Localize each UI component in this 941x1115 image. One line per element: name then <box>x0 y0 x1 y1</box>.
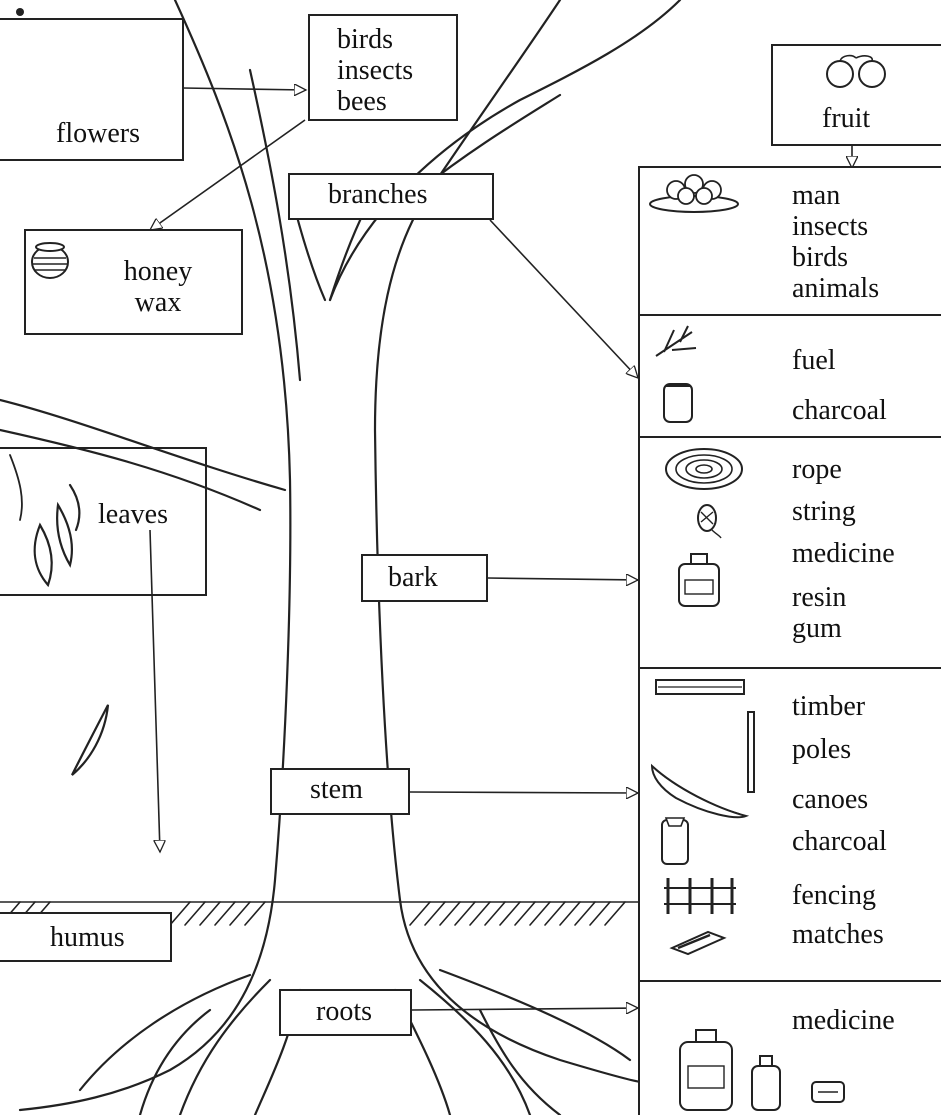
branch-product-item: charcoal <box>792 395 887 426</box>
branches-box <box>288 173 494 220</box>
bark-product-item: medicine <box>792 538 895 569</box>
hive-product-item: wax <box>134 287 182 318</box>
stem-product-item: timber <box>792 691 866 722</box>
canoe-icon <box>650 763 750 819</box>
section-divider <box>638 314 941 316</box>
honey-pot-icon <box>31 242 69 279</box>
stem-product-item: charcoal <box>792 826 887 857</box>
string-ball-icon <box>697 504 722 539</box>
bark-label: bark <box>388 562 438 593</box>
flowers-box <box>0 18 184 161</box>
charcoal-sack-icon <box>661 817 689 865</box>
leaves-box <box>0 447 207 596</box>
pollinators-list: birds insects bees <box>337 24 413 117</box>
branch-product-item: fuel <box>792 345 836 376</box>
leaves-label: leaves <box>98 499 168 530</box>
arrow-roots-to-medicine <box>411 1008 638 1010</box>
roots-box <box>279 989 412 1036</box>
fruit-consumer-item: insects <box>792 211 869 242</box>
fruit-bowl-icon <box>649 174 739 213</box>
stem-product-item: matches <box>792 919 884 950</box>
arrow-stem-to-products <box>409 792 638 793</box>
root-product-item: medicine <box>792 1005 895 1036</box>
fruit-consumers-list: man insects birds animals <box>792 180 879 304</box>
fruit-label: fruit <box>822 103 871 134</box>
branches-label: branches <box>328 179 428 210</box>
root-products-list: medicine <box>792 1005 895 1036</box>
pollinator-item: insects <box>337 55 414 86</box>
flowers-label: flowers <box>56 118 140 149</box>
pollinator-item: birds <box>337 24 393 55</box>
pollinator-item: bees <box>337 86 387 117</box>
pole-icon <box>747 711 755 793</box>
fence-icon <box>664 878 736 914</box>
fruit-box <box>771 44 941 146</box>
bark-product-item: rope <box>792 454 842 485</box>
section-divider <box>638 667 941 669</box>
stem-product-item: canoes <box>792 784 869 815</box>
medicine-bottle-icon <box>679 1029 733 1111</box>
branch-products-list: fuel charcoal <box>792 336 887 436</box>
hive-products-list: honey wax <box>117 256 199 318</box>
fruit-consumer-item: animals <box>792 273 880 304</box>
bark-product-item: resin <box>792 582 847 613</box>
humus-box <box>0 912 172 962</box>
stem-box <box>270 768 410 815</box>
fruit-icon <box>826 54 886 88</box>
section-divider <box>638 980 941 982</box>
fruit-consumer-item: birds <box>792 242 848 273</box>
charcoal-sack-icon <box>663 383 693 423</box>
bark-products-list: rope string medicine resin gum <box>792 454 895 644</box>
stem-product-item: poles <box>792 734 852 765</box>
ointment-tin-icon <box>811 1081 845 1103</box>
medicine-bottle-icon <box>678 553 720 607</box>
arrow-bees-to-honey <box>150 119 306 230</box>
roots-label: roots <box>316 996 372 1027</box>
rope-coil-icon <box>665 448 743 490</box>
arrow-flowers-to-pollinators <box>182 88 306 90</box>
matchbox-icon <box>669 930 727 956</box>
hive-product-item: honey <box>123 256 193 287</box>
humus-label: humus <box>50 922 125 953</box>
bark-product-item: gum <box>792 613 842 644</box>
stem-products-list: timber poles canoes charcoal fencing mat… <box>792 691 887 950</box>
bark-product-item: string <box>792 496 856 527</box>
section-divider <box>638 436 941 438</box>
small-bottle-icon <box>751 1055 781 1111</box>
arrow-leaves-to-humus <box>149 529 160 852</box>
fruit-consumer-item: man <box>792 180 841 211</box>
uses-column <box>638 166 941 1115</box>
stem-product-item: fencing <box>792 880 876 911</box>
timber-plank-icon <box>655 679 745 695</box>
bark-box <box>361 554 488 602</box>
twigs-icon <box>655 325 697 357</box>
arrow-bark-to-products <box>487 578 638 580</box>
arrow-branches-to-fuel <box>489 219 638 378</box>
stem-label: stem <box>310 774 363 805</box>
pollinators-box <box>308 14 458 121</box>
